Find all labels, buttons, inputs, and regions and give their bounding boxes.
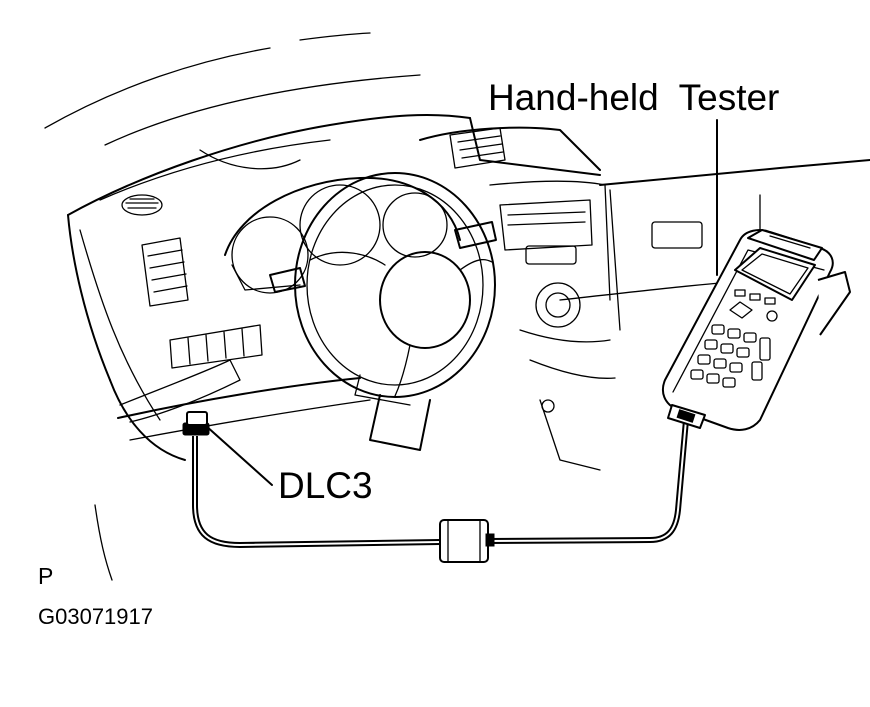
hand-held-tester-illustration: [661, 229, 851, 431]
dlc3-leader-line: [204, 424, 273, 486]
dlc3-connector: [182, 411, 210, 436]
tester-label: Hand-held Tester: [488, 77, 779, 118]
cable-adapter: [439, 519, 495, 563]
dlc3-label: DLC3: [278, 465, 373, 506]
tester-cable: [192, 419, 689, 548]
steering-wheel: [269, 172, 497, 451]
tester-keypad: [690, 289, 778, 388]
view-code-label: P: [38, 563, 53, 589]
instrument-cluster: [224, 176, 461, 294]
figure-id-label: G03071917: [38, 604, 153, 629]
